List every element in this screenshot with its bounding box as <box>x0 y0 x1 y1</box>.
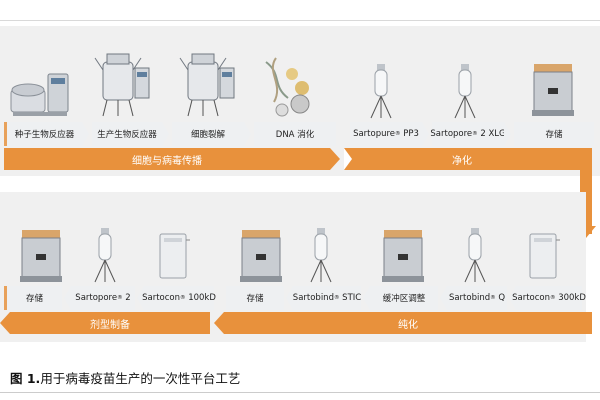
step-arrow <box>286 286 293 310</box>
dna-digestion-icon <box>265 57 310 117</box>
step-arrow <box>504 122 511 146</box>
phase-band-purification: 纯化 <box>224 312 592 334</box>
filter-capsule-icon <box>370 64 392 119</box>
phase-band-formulation: 剂型制备 <box>10 312 210 334</box>
phase-arrow-tip <box>330 148 340 170</box>
step-sartopore-2xlg: Sartopore® 2 XLG <box>430 122 506 146</box>
step-sartobind-stic: Sartobind® STIC <box>293 286 361 310</box>
storage-bin-icon <box>240 230 282 282</box>
step-sartocon-100kd: Sartocon® 100kD <box>142 286 216 310</box>
step-arrow <box>162 122 169 146</box>
step-arrow <box>422 122 429 146</box>
phase-band-clarification: 净化 <box>344 148 580 170</box>
step-arrow <box>509 286 516 310</box>
step-seed-bioreactor: 种子生物反应器 <box>4 122 82 146</box>
step-arrow <box>64 286 71 310</box>
step-storage-final: 存储 <box>4 286 62 310</box>
figure-caption: 图 1.用于病毒疫苗生产的一次性平台工艺 <box>10 371 241 386</box>
storage-bin-icon <box>382 230 424 282</box>
filter-capsule-icon <box>94 228 116 283</box>
step-arrow <box>137 286 144 310</box>
crossflow-cassette-icon <box>159 233 190 279</box>
step-sartobind-q: Sartobind® Q <box>447 286 507 310</box>
crossflow-cassette-icon <box>529 233 560 279</box>
phase-arrow-tip <box>214 312 224 334</box>
step-arrow <box>363 286 370 310</box>
step-storage: 存储 <box>514 122 594 146</box>
phase-arrow-tip <box>0 312 10 334</box>
step-sartocon-300kd: Sartocon® 300kD <box>512 286 586 310</box>
step-dna-digestion: DNA 消化 <box>254 122 336 146</box>
filter-capsule-icon <box>454 64 476 119</box>
filter-capsule-icon <box>464 228 486 283</box>
top-divider <box>0 20 600 21</box>
filter-capsule-icon <box>310 228 332 283</box>
storage-bin-icon <box>20 230 62 282</box>
step-cell-lysis: 细胞裂解 <box>172 122 244 146</box>
step-arrow <box>440 286 447 310</box>
step-production-bioreactor: 生产生物反应器 <box>92 122 162 146</box>
phase-connector <box>344 148 352 170</box>
phase-band-cell-virus-propagation: 细胞与病毒传播 <box>4 148 330 170</box>
step-buffer-adjustment: 缓冲区调整 <box>370 286 438 310</box>
step-sartopure-pp3: Sartopure® PP3 <box>350 122 422 146</box>
bottom-divider <box>0 392 600 393</box>
step-arrow <box>244 122 251 146</box>
step-arrow <box>82 122 89 146</box>
storage-bin-icon <box>532 64 574 116</box>
step-sartopore-2: Sartopore® 2 <box>71 286 135 310</box>
bioreactor-small-icon <box>10 73 69 116</box>
bioreactor-lysis-icon <box>179 53 235 117</box>
step-storage-mid: 存储 <box>226 286 284 310</box>
bioreactor-large-icon <box>94 53 150 117</box>
